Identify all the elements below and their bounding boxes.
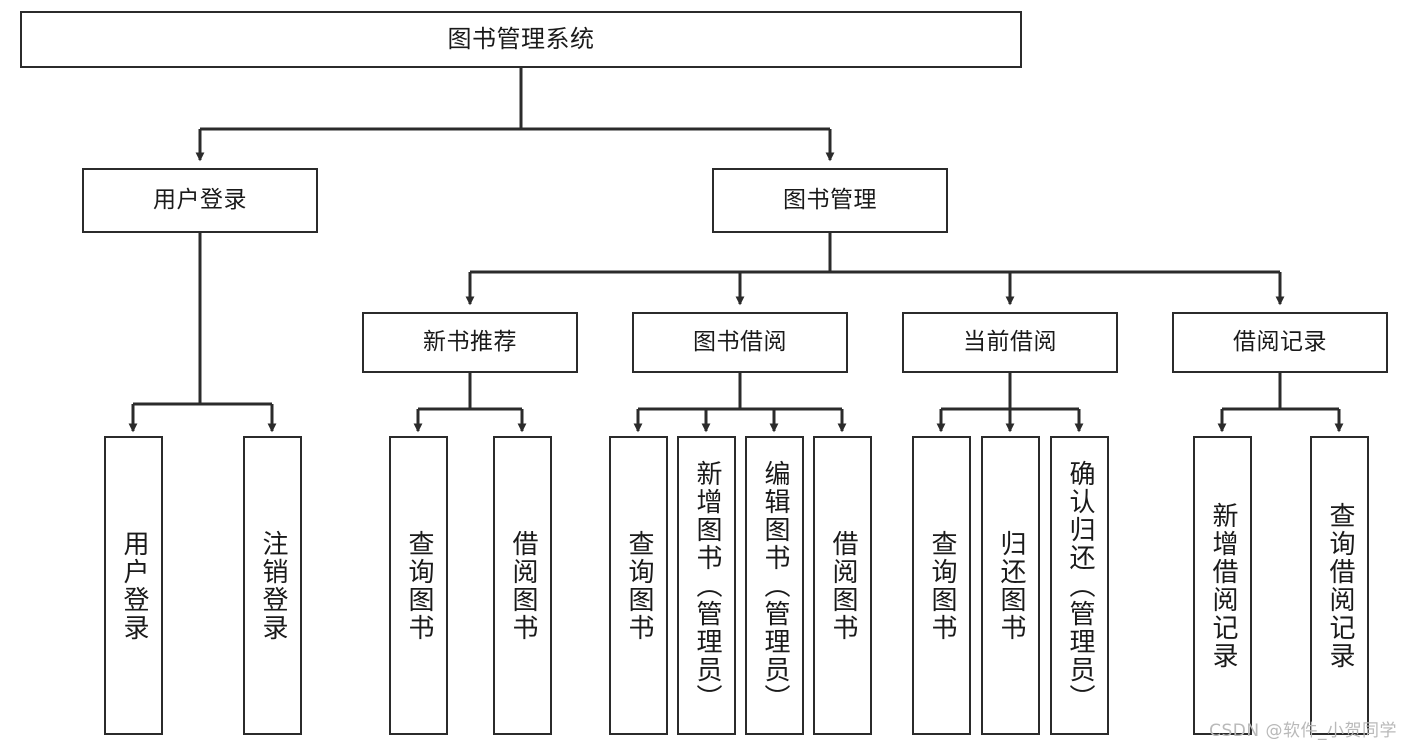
node-label: 借阅记录 (1233, 328, 1327, 355)
csdn-watermark: CSDN @软件_小贺同学 (1209, 721, 1397, 741)
node-new-book-recommend[interactable]: 新书推荐 (362, 312, 578, 373)
node-label: 当前借阅 (963, 328, 1057, 355)
leaf-node-add-book[interactable]: 新增图书（管理员） (677, 436, 736, 735)
leaf-node-user-login[interactable]: 用户登录 (104, 436, 163, 735)
node-label: 用户登录 (119, 529, 150, 642)
node-book-manage[interactable]: 图书管理 (712, 168, 948, 233)
node-label: 查询图书 (624, 529, 655, 642)
node-label: 图书借阅 (693, 328, 787, 355)
node-current-borrow[interactable]: 当前借阅 (902, 312, 1118, 373)
node-label: 确认归还（管理员） (1065, 459, 1096, 712)
leaf-node-query-book-current[interactable]: 查询图书 (912, 436, 971, 735)
node-label: 图书管理 (783, 186, 877, 213)
node-label: 查询图书 (404, 529, 435, 642)
leaf-node-add-borrow-record[interactable]: 新增借阅记录 (1193, 436, 1252, 735)
node-label: 注销登录 (258, 529, 289, 642)
node-label: 查询借阅记录 (1325, 501, 1356, 670)
leaf-node-query-book-recommend[interactable]: 查询图书 (389, 436, 448, 735)
leaf-node-return-book[interactable]: 归还图书 (981, 436, 1040, 735)
node-label: 借阅图书 (508, 529, 539, 642)
node-label: 新增借阅记录 (1208, 501, 1239, 670)
node-label: 借阅图书 (828, 529, 859, 642)
leaf-node-query-book-borrow[interactable]: 查询图书 (609, 436, 668, 735)
node-label: 新书推荐 (423, 328, 517, 355)
node-label: 编辑图书（管理员） (760, 459, 791, 712)
leaf-node-query-borrow-record[interactable]: 查询借阅记录 (1310, 436, 1369, 735)
leaf-node-borrow-book[interactable]: 借阅图书 (813, 436, 872, 735)
node-root-book-management-system[interactable]: 图书管理系统 (20, 11, 1022, 68)
node-label: 归还图书 (996, 529, 1027, 642)
leaf-node-borrow-book-recommend[interactable]: 借阅图书 (493, 436, 552, 735)
node-label: 新增图书（管理员） (692, 459, 723, 712)
node-label: 图书管理系统 (447, 25, 595, 54)
node-book-borrow[interactable]: 图书借阅 (632, 312, 848, 373)
node-label: 查询图书 (927, 529, 958, 642)
node-user-login[interactable]: 用户登录 (82, 168, 318, 233)
leaf-node-user-logout[interactable]: 注销登录 (243, 436, 302, 735)
leaf-node-confirm-return[interactable]: 确认归还（管理员） (1050, 436, 1109, 735)
node-borrow-record[interactable]: 借阅记录 (1172, 312, 1388, 373)
leaf-node-edit-book[interactable]: 编辑图书（管理员） (745, 436, 804, 735)
node-label: 用户登录 (153, 186, 247, 213)
